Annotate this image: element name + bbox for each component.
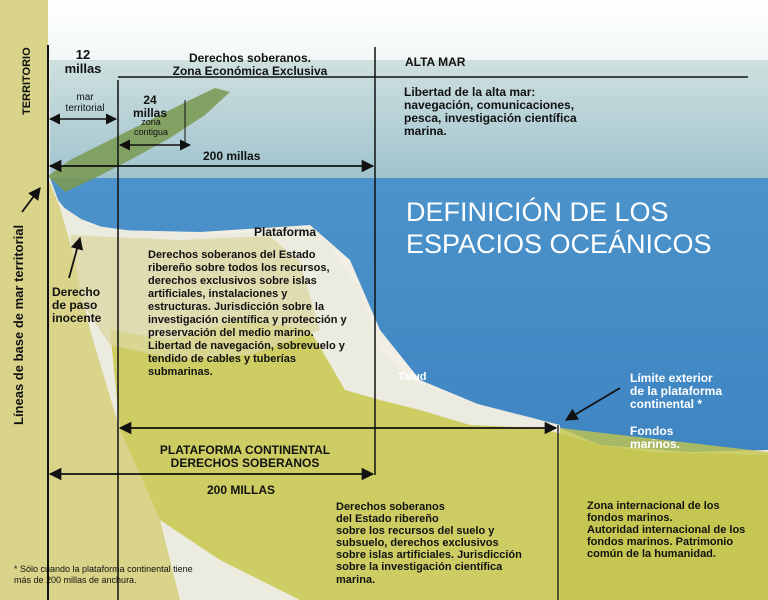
limite-exterior-pointer (564, 387, 621, 421)
derecho-paso-inocente-label: Derecho de paso inocente (52, 285, 102, 325)
libertad-alta-mar-text: Libertad de la alta mar: navegación, com… (404, 85, 577, 138)
paso-inocente-pointer (68, 236, 84, 279)
zee-label: Derechos soberanos. Zona Económica Exclu… (172, 51, 328, 78)
lineas-base-label: Líneas de base de mar territorial (11, 224, 26, 425)
footnote: * Sólo cuando la plataforma continental … (14, 564, 193, 585)
plataforma-label: Plataforma (254, 225, 317, 239)
talud-label: Talud (398, 371, 427, 383)
zona-contigua-distance: 24 millas (132, 93, 168, 120)
mar-territorial-distance: 12 millas (64, 47, 102, 77)
lineas-base-pointer (21, 186, 41, 213)
200-millas-label: 200 millas (203, 149, 261, 163)
200-millas-caps-label: 200 MILLAS (207, 483, 276, 497)
zona-internacional-text: Zona internacional de los fondos marinos… (587, 500, 746, 561)
territorio-label: TERRITORIO (21, 47, 33, 115)
coastal-land (0, 0, 180, 600)
mar-territorial-label: mar territorial (65, 92, 105, 114)
limite-exterior-label: Límite exterior de la plataforma contine… (630, 371, 723, 411)
zona-contigua-label: zona contigua (133, 117, 169, 137)
deep-seabed (560, 428, 768, 600)
title-line-2: ESPACIOS OCEÁNICOS (406, 228, 712, 259)
title-line-1: DEFINICIÓN DE LOS (406, 197, 669, 227)
derechos-estado-ribereno-text: Derechos soberanos del Estado ribereño s… (148, 249, 347, 378)
alta-mar-label: ALTA MAR (405, 55, 466, 69)
shelf-band (70, 235, 320, 360)
derechos-suelo-subsuelo-text: Derechos soberanos del Estado ribereño s… (336, 501, 522, 586)
fondos-marinos-label: Fondos marinos. (630, 424, 681, 451)
plataforma-continental-label: PLATAFORMA CONTINENTAL DERECHOS SOBERANO… (159, 443, 331, 470)
deep-water (50, 178, 768, 452)
diagram-title: DEFINICIÓN DE LOS ESPACIOS OCEÁNICOS (406, 197, 712, 261)
